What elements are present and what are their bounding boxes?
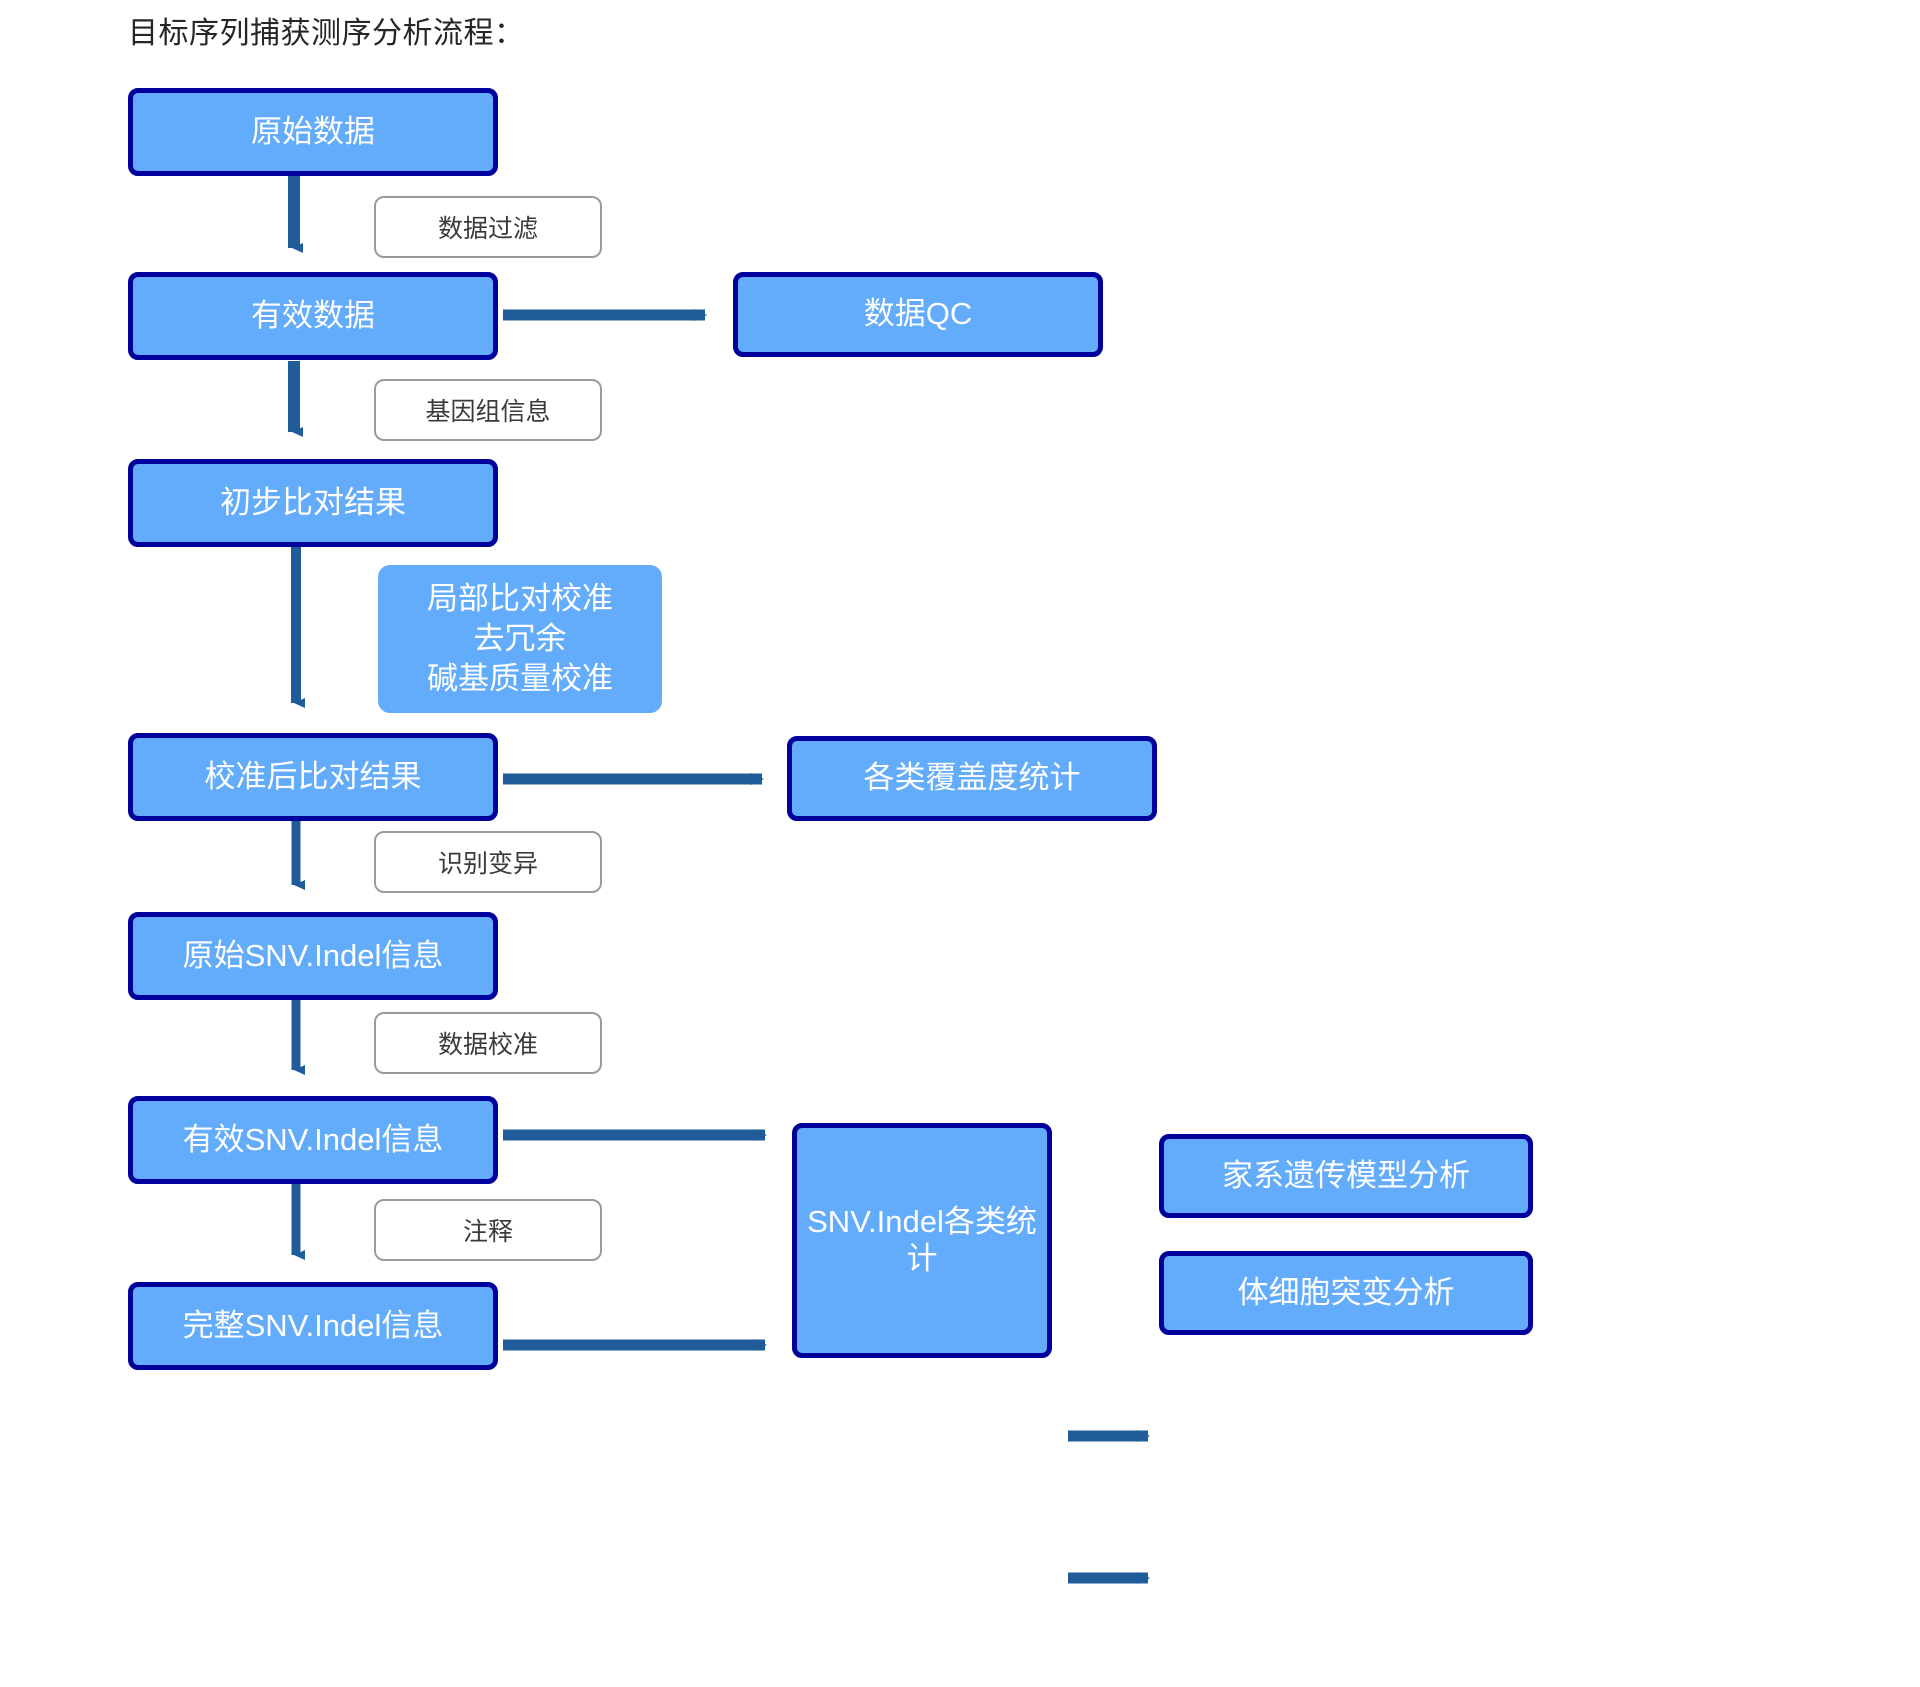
chip-call-variant: 识别变异 [374, 831, 602, 893]
chip-genome-info: 基因组信息 [374, 379, 602, 441]
realignment-note-line-3: 碱基质量校准 [427, 661, 613, 697]
node-snv-indel-stat[interactable]: SNV.Indel各类统计 [792, 1123, 1052, 1358]
node-final-alignment[interactable]: 校准后比对结果 [128, 733, 498, 821]
node-data-qc[interactable]: 数据QC [733, 272, 1103, 357]
chip-data-filter: 数据过滤 [374, 196, 602, 258]
node-clean-data[interactable]: 有效数据 [128, 272, 498, 360]
realignment-note-line-1: 局部比对校准 [427, 580, 613, 616]
node-raw-alignment[interactable]: 初步比对结果 [128, 459, 498, 547]
node-pedigree-analysis[interactable]: 家系遗传模型分析 [1159, 1134, 1533, 1218]
node-somatic-analysis[interactable]: 体细胞突变分析 [1159, 1251, 1533, 1335]
chip-annotate: 注释 [374, 1199, 602, 1261]
node-realignment-note: 局部比对校准 去冗余 碱基质量校准 [378, 565, 662, 713]
node-coverage-stat[interactable]: 各类覆盖度统计 [787, 736, 1157, 821]
node-full-snv-indel[interactable]: 完整SNV.Indel信息 [128, 1282, 498, 1370]
page-title: 目标序列捕获测序分析流程： [128, 17, 525, 50]
realignment-note-line-2: 去冗余 [473, 620, 567, 656]
chip-recalibrate: 数据校准 [374, 1012, 602, 1074]
node-raw-data[interactable]: 原始数据 [128, 88, 498, 176]
node-clean-snv-indel[interactable]: 有效SNV.Indel信息 [128, 1096, 498, 1184]
node-raw-snv-indel[interactable]: 原始SNV.Indel信息 [128, 912, 498, 1000]
